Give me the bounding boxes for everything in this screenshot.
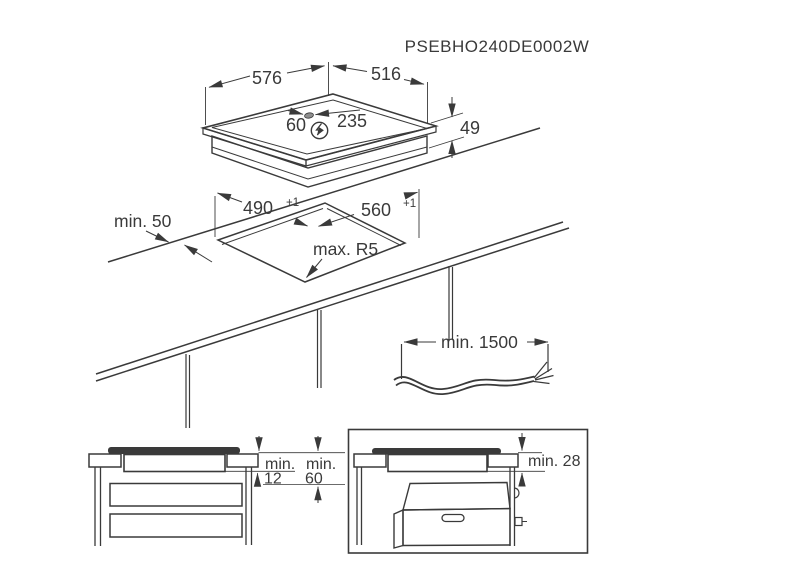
dim-cutout-width: 560 [361, 200, 391, 220]
value-min-12: 12 [264, 471, 282, 488]
cabinet-panel-3 [448, 266, 454, 340]
ref-line-hob-top [430, 112, 464, 124]
dim-cutout-width-tolerance: +1 [403, 198, 416, 210]
clearance-arrow-b [184, 244, 213, 263]
hob-glass-top-inner [211, 99, 428, 155]
dim-cutout-depth: 490 [243, 198, 273, 218]
cable-wire-ends [533, 361, 554, 385]
electrical-connection-icon [310, 121, 329, 140]
model-number: PSEBHO240DE0002W [405, 37, 590, 56]
worktop-left-block [88, 453, 122, 468]
drawer-2 [109, 513, 243, 538]
dim-box-to-edge: 235 [337, 111, 367, 131]
worktop-right-block-2 [487, 453, 519, 468]
hob-isometric-view: 576 516 60 235 49 [200, 62, 480, 188]
dim-576-line-a [208, 75, 251, 88]
dim-490-line-b [293, 217, 308, 227]
dim-hob-height: 49 [460, 118, 480, 138]
cable-wave-top [393, 375, 535, 390]
label-min-28: min. 28 [528, 453, 581, 470]
dim-60-arrow [287, 107, 304, 115]
label-min-1: min. [265, 456, 295, 473]
dim-560-line-b [403, 191, 418, 200]
hob-body-section-2 [387, 453, 488, 473]
cabinet-side-right [245, 467, 253, 545]
drawer-1 [109, 482, 243, 507]
worktop-right-block [226, 453, 259, 468]
hob-body-section [123, 453, 226, 473]
worktop-cutout-view: 490 +1 560 +1 min. 50 max. R5 [114, 189, 420, 283]
lightning-bolt-icon [315, 123, 324, 136]
dim-490-line-a [217, 192, 243, 203]
cabinet-side-left-2 [356, 467, 363, 545]
cabinet-panel-2 [316, 309, 322, 388]
hob-body-seam [211, 146, 428, 180]
dim-560-line-a [318, 214, 355, 227]
counter-front-edge-top [95, 221, 564, 375]
value-min-60: 60 [305, 471, 323, 488]
cable-wave-bottom [395, 380, 535, 395]
cutout-outline [216, 202, 407, 283]
dim-box-offset: 60 [286, 115, 306, 135]
label-min-2: min. [306, 456, 336, 473]
counter-back-edge [107, 127, 541, 263]
countertop-lines [95, 127, 570, 428]
clearance-arrow-a [145, 230, 169, 243]
cutout-inner-edge-right [326, 208, 402, 246]
corner-radius-leader [306, 258, 323, 278]
dim-cable-length: min. 1500 [441, 332, 518, 352]
dim-cutout-depth-tolerance: +1 [286, 197, 299, 209]
side-knob [514, 516, 523, 527]
dim-235-arrow [315, 109, 361, 117]
drawer-clearance-view: min. 12 min. 60 [88, 436, 345, 546]
oven-clearance-view: min. 28 [347, 428, 589, 554]
hob-glass-section-2 [372, 448, 501, 455]
dim-576-line-b [286, 64, 325, 74]
label-corner-radius: max. R5 [313, 239, 378, 259]
ref-line-hob-bottom [428, 136, 465, 149]
dim-516-line-a [332, 64, 368, 72]
hob-glass-right-face [305, 125, 437, 167]
worktop-left-block-2 [353, 453, 387, 468]
hinge-bump [514, 487, 520, 499]
cabinet-side-left [94, 467, 102, 546]
dim-516-line-b [403, 77, 425, 85]
oven-top-face [402, 481, 511, 511]
cable-length-view: min. 1500 [393, 332, 554, 395]
oven-side-face [393, 508, 404, 549]
cabinet-panel-1 [185, 354, 191, 428]
hob-body [211, 135, 428, 188]
mains-box-icon [304, 112, 314, 119]
detail-frame [347, 428, 589, 554]
counter-front-edge-bottom [95, 227, 570, 382]
cutout-inner-edge-left [221, 208, 324, 245]
label-edge-clearance: min. 50 [114, 211, 172, 231]
dim-hob-width: 576 [252, 68, 282, 88]
dim-hob-depth: 516 [371, 64, 401, 84]
hob-glass-section [108, 447, 240, 454]
oven-handle [441, 513, 465, 523]
